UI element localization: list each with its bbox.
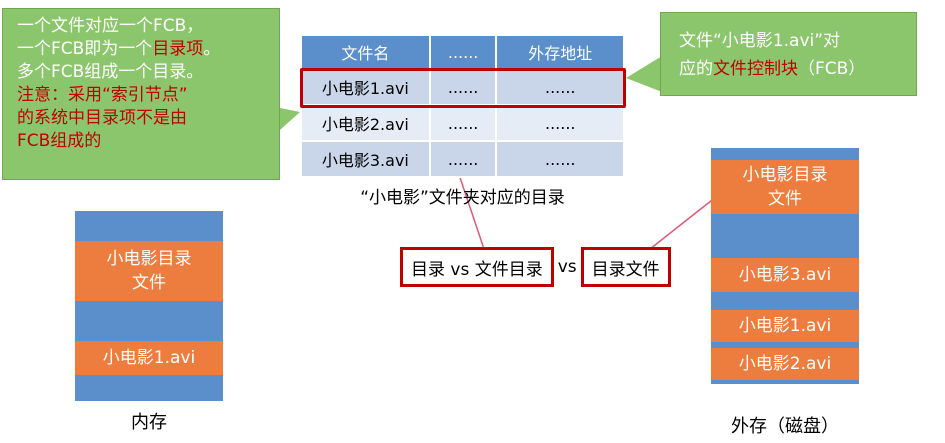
disk-block: [711, 214, 859, 258]
disk-file-block: 小电影2.avi: [711, 348, 859, 380]
callout-line: 一个文件对应一个FCB，: [17, 16, 204, 36]
callout-note: 的系统中目录项不是由: [17, 108, 187, 128]
disk-file-block: 小电影1.avi: [711, 310, 859, 342]
memory-block: [75, 375, 223, 401]
table-row: 小电影2.avi ...... ......: [300, 104, 625, 142]
callout-highlight: 文件控制块: [713, 59, 798, 79]
table-caption: “小电影”文件夹对应的目录: [360, 188, 565, 208]
callout-note: 注意：采用“索引节点”: [17, 85, 188, 105]
callout-line: 应的文件控制块（FCB）: [679, 55, 908, 83]
memory-dir-file-block: 小电影目录 文件: [75, 241, 223, 301]
table-row: 小电影1.avi ...... ......: [300, 68, 625, 106]
table-cell: ......: [428, 140, 498, 178]
callout-line: 文件“小电影1.avi”对: [679, 31, 841, 51]
callout-text: 应的: [679, 59, 713, 79]
table-cell: ......: [495, 104, 625, 142]
disk-column: 小电影目录 文件 小电影3.avi 小电影1.avi 小电影2.avi: [711, 148, 859, 384]
callout-text: 一个FCB即为一个: [17, 39, 153, 59]
table-row: 小电影3.avi ...... ......: [300, 140, 625, 178]
term-comparison: 目录 vs 文件目录 vs 目录文件: [400, 247, 671, 287]
disk-file-block: 小电影3.avi: [711, 258, 859, 292]
callout-right-pointer: [626, 56, 662, 92]
disk-block: [711, 292, 859, 310]
callout-fcb-file: 文件“小电影1.avi”对 应的文件控制块（FCB）: [660, 12, 917, 96]
table-cell: ......: [428, 104, 498, 142]
term-box-directory-file: 目录文件: [580, 247, 671, 287]
memory-label: 内存: [131, 412, 167, 433]
callout-highlight: 目录项: [152, 39, 204, 59]
callout-line: 一个FCB即为一个目录项。: [17, 38, 269, 61]
disk-dir-file-block: 小电影目录 文件: [711, 160, 859, 214]
table-header: 外存地址: [495, 34, 625, 70]
memory-file-block: 小电影1.avi: [75, 341, 223, 375]
highlight-row-box: [300, 68, 626, 108]
table-cell: ......: [495, 68, 625, 106]
disk-block: [711, 380, 859, 384]
callout-text: 。: [203, 39, 221, 59]
table-cell: ......: [428, 68, 498, 106]
callout-line: 多个FCB组成一个目录。: [17, 62, 204, 82]
disk-block: [711, 148, 859, 160]
table-header: 文件名: [300, 34, 431, 70]
directory-table: 文件名 ...... 外存地址 小电影1.avi ...... ...... 小…: [300, 34, 625, 178]
memory-block: [75, 301, 223, 341]
callout-text: （FCB）: [798, 59, 866, 79]
memory-block: [75, 211, 223, 241]
memory-column: 小电影目录 文件 小电影1.avi: [75, 211, 223, 401]
callout-fcb-explanation: 一个文件对应一个FCB， 一个FCB即为一个目录项。 多个FCB组成一个目录。 …: [2, 8, 280, 180]
table-header: ......: [428, 34, 498, 70]
table-cell: 小电影1.avi: [300, 68, 431, 106]
table-header-row: 文件名 ...... 外存地址: [300, 34, 625, 70]
callout-left-pointer: [280, 108, 300, 130]
term-box-directory: 目录 vs 文件目录: [400, 247, 554, 287]
callout-note: FCB组成的: [17, 131, 102, 151]
term-vs: vs: [557, 257, 577, 277]
table-cell: 小电影3.avi: [300, 140, 431, 178]
disk-label: 外存（磁盘）: [731, 416, 839, 437]
disk-block: [711, 342, 859, 348]
table-cell: ......: [495, 140, 625, 178]
table-cell: 小电影2.avi: [300, 104, 431, 142]
